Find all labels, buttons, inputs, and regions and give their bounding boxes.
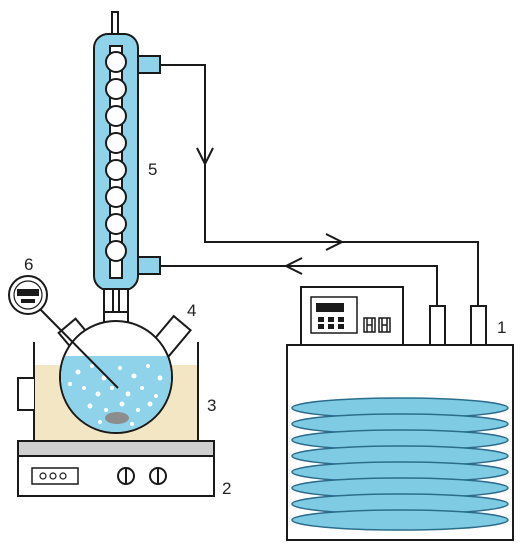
label-bath: 3: [207, 396, 216, 415]
tube-condenser-top-out: [160, 64, 479, 308]
coolant-coil: [291, 397, 509, 531]
label-stirrer: 2: [222, 479, 231, 498]
condenser-nozzle-bottom: [137, 256, 161, 275]
arrow-icon: [325, 233, 345, 251]
reflux-condenser: [93, 11, 161, 316]
arrow-icon: [196, 147, 214, 167]
flow-arrows: [196, 147, 345, 275]
hotplate-stirrer: [17, 440, 215, 497]
chiller-nozzle-return: [429, 305, 446, 346]
stir-bar: [105, 412, 129, 424]
condenser-bulbs: [105, 45, 127, 279]
part-labels: 1 2 3 4 5 6: [24, 160, 506, 498]
label-chiller: 1: [497, 318, 506, 337]
label-flask: 4: [187, 301, 196, 320]
condenser-nozzle-top: [137, 55, 161, 74]
label-condenser: 5: [148, 160, 157, 179]
hotplate-top: [17, 440, 215, 457]
chiller-unit: [286, 286, 514, 541]
bath-handle: [17, 377, 34, 411]
thermometer-probe: [35, 304, 119, 389]
arrow-icon: [283, 257, 303, 275]
coolant-tubing: [160, 64, 479, 308]
digital-thermometer-icon: [8, 275, 119, 389]
hotplate-display: [31, 467, 79, 485]
label-thermometer: 6: [24, 255, 33, 274]
tube-condenser-bottom-in: [160, 265, 438, 308]
three-neck-flask: [57, 311, 192, 434]
chiller-nozzle-supply: [470, 305, 487, 346]
bubbles: [68, 364, 163, 426]
